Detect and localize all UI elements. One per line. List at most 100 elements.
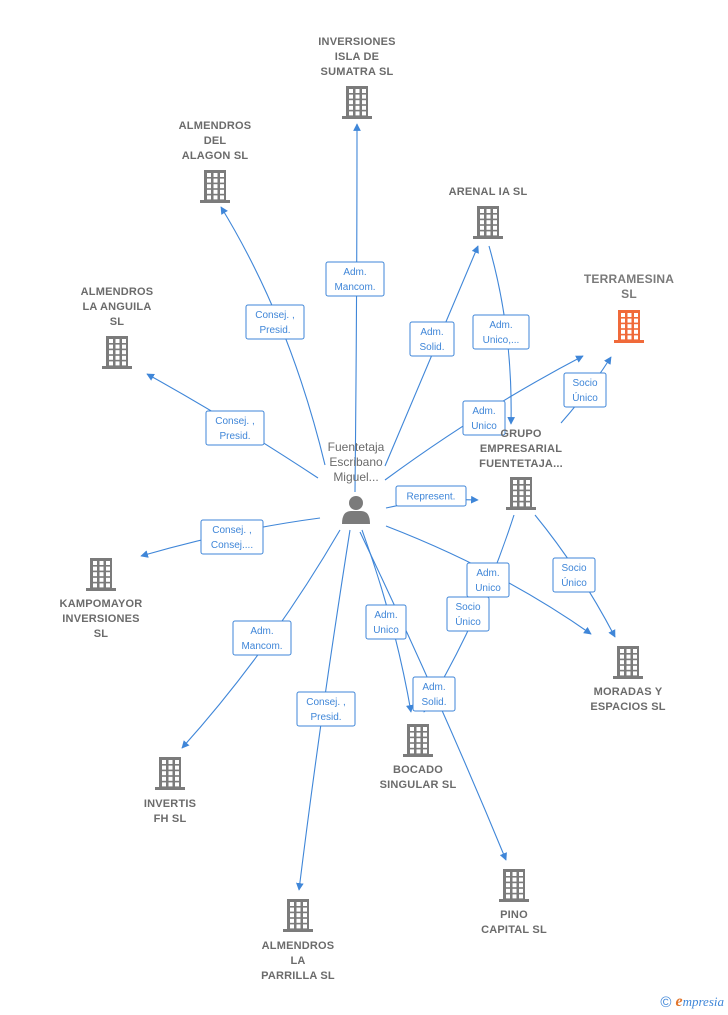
node-label: CAPITAL SL xyxy=(481,924,547,936)
edge-label-e-pino[interactable]: Adm.Solid. xyxy=(412,676,456,712)
building-icon xyxy=(102,336,132,369)
edge-label-text: Mancom. xyxy=(334,282,375,293)
edge-e-arenal xyxy=(384,245,479,467)
node-label: INVERTIS xyxy=(144,798,196,810)
building-icon xyxy=(200,170,230,203)
edge-label-text: Socio xyxy=(561,563,586,574)
node-person[interactable]: FuentetajaEscribanoMiguel... xyxy=(328,440,385,524)
edge-label-text: Presid. xyxy=(310,712,341,723)
node-label: EMPRESARIAL xyxy=(480,443,562,455)
building-icon xyxy=(342,86,372,119)
edge-label-text: Único xyxy=(455,615,481,628)
edge-label-text: Solid. xyxy=(419,342,444,353)
edge-label-box xyxy=(446,596,490,632)
edge-label-e-kampomayor[interactable]: Consej. , Consej.... xyxy=(200,519,264,555)
edge-label-e-isla[interactable]: Adm. Mancom. xyxy=(325,261,385,297)
building-icon xyxy=(283,899,313,932)
edge-label-e-terramesina[interactable]: Adm.Unico xyxy=(462,400,506,436)
building-icon xyxy=(506,477,536,510)
edge-label-text: Represent. xyxy=(407,492,456,503)
edge-label-e-alagon[interactable]: Consej. , Presid. xyxy=(245,304,305,340)
edge-label-text: Unico,... xyxy=(483,335,520,346)
person-label: Miguel... xyxy=(333,470,378,484)
node-pino[interactable]: PINO CAPITAL SL xyxy=(481,869,547,936)
edge-label-text: Consej. , xyxy=(255,310,294,321)
edge-label-e-moradas[interactable]: Adm. Unico xyxy=(466,562,510,598)
edge-label-e-bocado[interactable]: Adm.Unico xyxy=(365,604,407,640)
building-icon xyxy=(403,724,433,757)
edge-label-box xyxy=(365,604,407,640)
node-invertis[interactable]: INVERTIS FH SL xyxy=(144,757,196,825)
edge-label-text: Socio xyxy=(572,378,597,389)
node-label: SUMATRA SL xyxy=(321,66,394,78)
edge-label-text: Consej.... xyxy=(211,540,253,551)
edge-label-text: Adm. xyxy=(489,320,512,331)
node-label: ESPACIOS SL xyxy=(590,701,665,713)
node-label: MORADAS Y xyxy=(594,686,663,698)
building-icon xyxy=(613,646,643,679)
edge-label-text: Adm. xyxy=(422,682,445,693)
node-label: LA ANGUILA xyxy=(82,301,151,313)
edge-label-box xyxy=(552,557,596,593)
node-label: ALMENDROS xyxy=(262,940,335,952)
building-icon xyxy=(155,757,185,790)
node-arenal[interactable]: ARENAL IA SL xyxy=(449,186,528,239)
edge-label-text: Adm. xyxy=(476,568,499,579)
node-label: ALMENDROS xyxy=(179,120,252,132)
edge-label-text: Presid. xyxy=(259,325,290,336)
node-label: GRUPO xyxy=(500,428,542,440)
edge-label-box xyxy=(472,314,530,350)
node-label: ARENAL IA SL xyxy=(449,186,528,198)
copyright-icon: © xyxy=(660,993,672,1011)
node-parrilla[interactable]: ALMENDROS LA PARRILLA SL xyxy=(261,899,335,982)
edge-label-text: Adm. xyxy=(343,267,366,278)
node-label: LA xyxy=(290,955,305,967)
node-label: SL xyxy=(94,628,109,640)
edge-label-box xyxy=(563,372,607,408)
edge-label-text: Adm. xyxy=(374,610,397,621)
node-label: ISLA DE xyxy=(335,51,379,63)
building-icon xyxy=(499,869,529,902)
edge-label-box xyxy=(462,400,506,436)
edge-label-e-invertis[interactable]: Adm.Mancom. xyxy=(232,620,292,656)
edge-label-text: Consej. , xyxy=(215,416,254,427)
edge-label-e-parrilla[interactable]: Consej. ,Presid. xyxy=(296,691,356,727)
edge-label-text: Único xyxy=(561,576,587,589)
edge-label-text: Adm. xyxy=(472,406,495,417)
edge-label-box xyxy=(296,691,356,727)
node-label: ALAGON SL xyxy=(182,150,249,162)
node-label: PARRILLA SL xyxy=(261,970,335,982)
edge-label-text: Socio xyxy=(455,602,480,613)
edge-label-box xyxy=(395,485,467,507)
node-label: FH SL xyxy=(154,813,187,825)
edge-label-text: Consej. , xyxy=(212,525,251,536)
edge-label-text: Mancom. xyxy=(241,641,282,652)
node-moradas[interactable]: MORADAS Y ESPACIOS SL xyxy=(590,646,666,713)
edge-label-e-anguila[interactable]: Consej. ,Presid. xyxy=(205,410,265,446)
edge-label-e-arenal[interactable]: Adm.Solid. xyxy=(409,321,455,357)
edge-label-text: Unico xyxy=(475,583,501,594)
node-alagon[interactable]: ALMENDROS DEL ALAGON SL xyxy=(179,120,252,203)
person-label: Fuentetaja xyxy=(328,440,385,454)
node-grupo[interactable]: GRUPO EMPRESARIAL FUENTETAJA... xyxy=(479,428,563,510)
edge-labels-layer: Adm.Mancom.Consej. ,Presid.Adm.Solid.Adm… xyxy=(200,261,607,727)
node-label: FUENTETAJA... xyxy=(479,458,563,470)
edge-label-e-arenal-grupo[interactable]: Adm. Unico,... xyxy=(472,314,530,350)
node-label: BOCADO xyxy=(393,764,443,776)
node-label: PINO xyxy=(500,909,528,921)
edge-e-isla xyxy=(353,123,361,493)
node-label: SL xyxy=(621,287,637,301)
edge-label-e-grupo[interactable]: Represent. xyxy=(395,485,467,507)
node-label: DEL xyxy=(204,135,227,147)
node-label: TERRAMESINA xyxy=(584,272,674,286)
node-label: KAMPOMAYOR xyxy=(60,598,143,610)
edge-label-box xyxy=(325,261,385,297)
